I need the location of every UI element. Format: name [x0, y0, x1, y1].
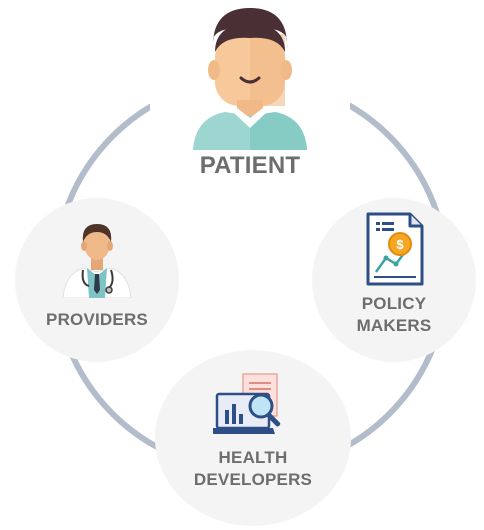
policy-chart-document-icon: $: [366, 212, 424, 286]
policy-makers-label-line1: POLICY: [361, 294, 427, 313]
policy-makers-node: $ POLICY MAKERS: [312, 198, 476, 362]
patient-label: PATIENT: [199, 152, 301, 179]
patient-node: PATIENT: [150, 0, 350, 190]
health-developers-label-line2: DEVELOPERS: [193, 470, 313, 489]
doctor-icon: [62, 224, 132, 298]
policy-makers-label-line2: MAKERS: [356, 316, 432, 335]
health-developers-label-line1: HEALTH: [218, 448, 288, 467]
data-analysis-laptop-icon: [213, 373, 281, 434]
patient-avatar-icon: [193, 8, 307, 150]
providers-label: PROVIDERS: [46, 310, 148, 329]
providers-node: PROVIDERS: [15, 198, 179, 362]
health-developers-node: HEALTH DEVELOPERS: [155, 350, 351, 526]
svg-text:$: $: [396, 237, 404, 252]
